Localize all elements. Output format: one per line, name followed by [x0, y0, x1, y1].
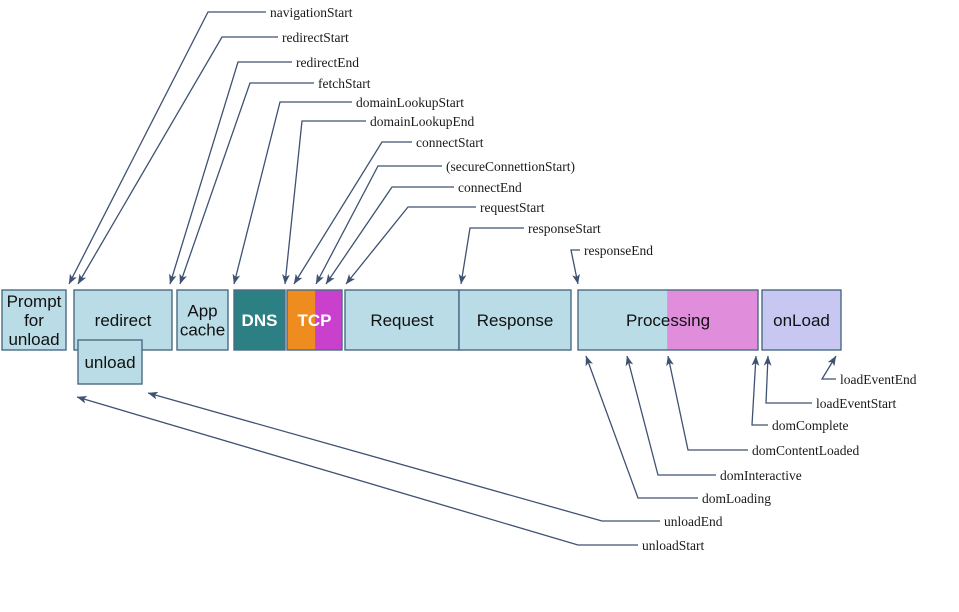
leader-connectEnd [325, 186, 454, 285]
phase-box-response: Response [458, 289, 572, 351]
leader-fetchStart [179, 82, 314, 285]
phase-box-app-cache-rect [176, 289, 229, 351]
event-label-domContentLoaded: domContentLoaded [752, 443, 859, 458]
event-label-loadEventStart: loadEventStart [816, 396, 896, 411]
phase-box-onload: onLoad [761, 289, 842, 351]
event-label-domLoading: domLoading [702, 491, 771, 506]
leader-unloadStart [76, 395, 638, 546]
event-label-redirectStart: redirectStart [282, 30, 349, 45]
phase-box-processing: Processing [577, 289, 759, 351]
leader-domainLookupEnd [282, 120, 366, 285]
event-label-domInteractive: domInteractive [720, 468, 802, 483]
phase-box-onload-rect [761, 289, 842, 351]
phase-box-prompt-for-unload-label: unload [8, 330, 59, 349]
top-event-leader-lines [68, 11, 580, 285]
leader-domLoading [585, 355, 698, 499]
phase-box-unload-rect [77, 339, 143, 385]
phase-box-dns: DNS [233, 289, 286, 351]
phase-box-dns-label: DNS [242, 311, 278, 330]
event-label-fetchStart: fetchStart [318, 76, 371, 91]
leader-loadEventEnd [820, 355, 837, 380]
phase-box-processing-label: Processing [626, 311, 710, 330]
phase-box-response-rect [458, 289, 572, 351]
phase-box-tcp-outline [286, 289, 343, 351]
phase-box-unload: unload [77, 339, 143, 385]
leader-domComplete [751, 355, 768, 426]
bottom-event-labels: loadEventEnd loadEventStart domComplete dom… [642, 372, 917, 553]
phase-box-tcp: TCP [286, 289, 343, 351]
event-label-secureConnectionStart: (secureConnettionStart) [446, 159, 575, 174]
event-label-responseStart: responseStart [528, 221, 601, 236]
phase-box-response-label: Response [477, 311, 554, 330]
phase-box-prompt-for-unload-label: for [24, 311, 44, 330]
leader-connectStart [293, 141, 412, 285]
phase-box-processing-left-fill [578, 290, 668, 350]
phase-box-tcp-left-fill [287, 290, 316, 350]
phase-box-prompt-for-unload-label: Prompt [7, 292, 62, 311]
phase-box-app-cache-label: cache [180, 321, 225, 340]
leader-domainLookupStart [232, 101, 352, 285]
leader-redirectEnd [169, 61, 292, 285]
leader-requestStart [345, 206, 476, 285]
phase-box-dns-rect [233, 289, 286, 351]
event-label-domainLookupEnd: domainLookupEnd [370, 114, 474, 129]
event-label-connectEnd: connectEnd [458, 180, 522, 195]
phase-box-unload-label: unload [84, 353, 135, 372]
bottom-event-leader-lines [76, 355, 837, 546]
event-label-loadEventEnd: loadEventEnd [840, 372, 917, 387]
leader-redirectStart [77, 36, 278, 285]
phase-box-request: Request [344, 289, 460, 351]
leader-responseEnd [570, 249, 580, 285]
leader-domContentLoaded [666, 355, 748, 451]
event-label-connectStart: connectStart [416, 135, 484, 150]
phase-box-tcp-right-fill [315, 290, 342, 350]
phase-box-request-label: Request [370, 311, 434, 330]
leader-unloadEnd [147, 391, 660, 522]
leader-secureConnectionStart [315, 165, 442, 285]
phase-box-request-rect [344, 289, 460, 351]
event-label-domComplete: domComplete [772, 418, 849, 433]
phase-box-onload-label: onLoad [773, 311, 830, 330]
phase-box-prompt-for-unload-rect [1, 289, 67, 351]
event-label-unloadEnd: unloadEnd [664, 514, 723, 529]
phase-box-redirect-label: redirect [95, 311, 152, 330]
leader-navigationStart [68, 11, 266, 285]
phase-box-processing-right-fill [667, 290, 758, 350]
phase-box-processing-outline [577, 289, 759, 351]
event-label-unloadStart: unloadStart [642, 538, 704, 553]
leader-responseStart [458, 227, 524, 285]
phase-box-app-cache-label: App [187, 302, 217, 321]
event-label-responseEnd: responseEnd [584, 243, 653, 258]
event-label-redirectEnd: redirectEnd [296, 55, 359, 70]
leader-loadEventStart [763, 355, 812, 404]
event-label-navigationStart: navigationStart [270, 5, 353, 20]
phase-box-tcp-label: TCP [298, 311, 332, 330]
top-event-labels: navigationStart redirectStart redirectEnd f… [270, 5, 653, 258]
event-label-domainLookupStart: domainLookupStart [356, 95, 464, 110]
leader-domInteractive [625, 355, 716, 476]
event-label-requestStart: requestStart [480, 200, 545, 215]
